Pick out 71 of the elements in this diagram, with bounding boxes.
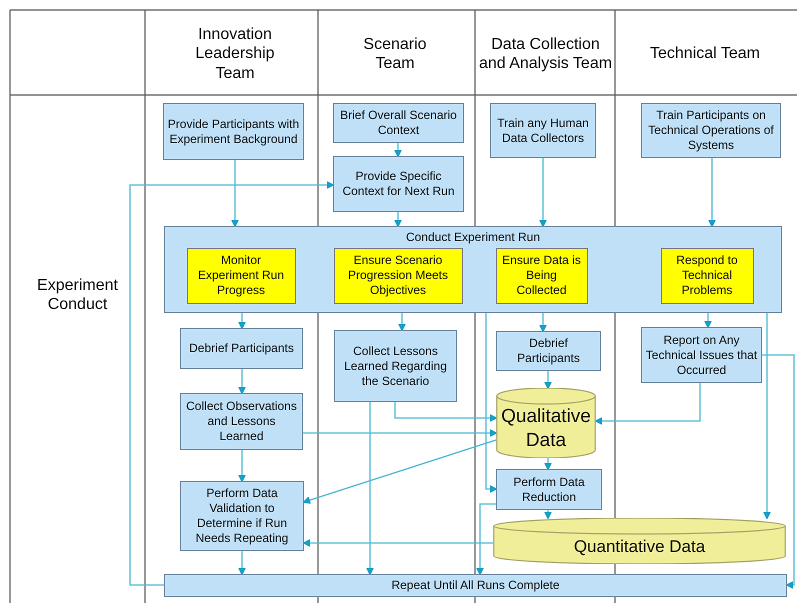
arrow xyxy=(302,439,496,504)
arrow xyxy=(238,551,246,576)
arrow xyxy=(231,160,239,228)
node-label: Debrief Participants xyxy=(188,341,295,356)
arrow xyxy=(485,313,498,493)
arrow xyxy=(763,313,771,520)
arrow xyxy=(238,369,246,394)
process-box xyxy=(180,481,304,551)
column-header: Data Collection and Analysis Team xyxy=(478,34,613,74)
process-box xyxy=(180,328,303,369)
node-label: Collect Observations and Lessons Learned xyxy=(185,399,298,444)
task-box xyxy=(334,248,462,304)
arrow xyxy=(129,181,334,586)
process-box xyxy=(496,331,601,371)
node-label: Perform Data Validation to Determine if Run Needs Repeating xyxy=(194,486,290,546)
node-label: Respond to Technical Problems xyxy=(675,253,739,298)
task-box xyxy=(660,248,754,304)
arrow xyxy=(704,313,712,328)
arrow xyxy=(762,354,795,589)
database-cylinder xyxy=(493,518,786,564)
arrow xyxy=(476,503,496,576)
container-box xyxy=(164,226,782,313)
node-label: Ensure Scenario Progression Meets Objectives xyxy=(346,253,450,298)
arrow xyxy=(398,313,406,332)
arrow xyxy=(544,458,552,470)
arrow xyxy=(366,402,374,576)
node-label: Debrief Participants xyxy=(516,336,581,366)
node-label: Provide Participants with Experiment Background xyxy=(166,116,300,146)
node-label: Qualitative Data xyxy=(500,405,592,453)
node-label: Report on Any Technical Issues that Occurred xyxy=(644,332,758,378)
arrow xyxy=(544,371,552,390)
column-header: Innovation Leadership Team xyxy=(194,25,276,84)
node-label: Quantitative Data xyxy=(572,536,706,558)
arrow xyxy=(394,402,498,422)
arrow xyxy=(302,539,493,547)
process-box xyxy=(164,574,787,597)
container-title: Conduct Experiment Run xyxy=(404,230,542,245)
process-box xyxy=(180,393,303,450)
process-box xyxy=(490,103,596,158)
process-box xyxy=(333,156,464,212)
arrow xyxy=(539,158,547,228)
arrow xyxy=(238,450,246,482)
process-box xyxy=(641,103,781,158)
node-label: Provide Specific Context for Next Run xyxy=(341,169,456,199)
node-label: Repeat Until All Runs Complete xyxy=(390,578,561,593)
node-label: Train any Human Data Collectors xyxy=(496,116,590,146)
process-box xyxy=(641,327,762,383)
node-label: Collect Lessons Learned Regarding the Scenario xyxy=(343,344,448,388)
arrow xyxy=(394,143,402,158)
process-box xyxy=(333,103,464,143)
task-box xyxy=(496,248,588,304)
arrow xyxy=(238,313,246,330)
database-cylinder xyxy=(496,388,596,458)
node-label: Monitor Experiment Run Progress xyxy=(196,253,286,298)
arrow xyxy=(394,212,402,228)
process-box xyxy=(163,103,304,160)
node-label: Brief Overall Scenario Context xyxy=(339,108,458,138)
arrow xyxy=(539,313,547,332)
row-header: Experiment Conduct xyxy=(36,276,119,315)
arrow xyxy=(544,510,552,520)
column-header: Technical Team xyxy=(649,44,761,64)
node-label: Train Participants on Technical Operations of Systems xyxy=(647,108,775,153)
arrow xyxy=(303,429,498,437)
process-box xyxy=(334,330,457,402)
process-box xyxy=(496,469,602,510)
node-label: Ensure Data is Being Collected xyxy=(501,253,582,298)
node-label: Perform Data Reduction xyxy=(512,474,586,504)
arrow xyxy=(594,383,701,425)
arrow xyxy=(708,158,716,228)
column-header: Scenario Team xyxy=(362,34,428,74)
task-box xyxy=(186,248,296,304)
